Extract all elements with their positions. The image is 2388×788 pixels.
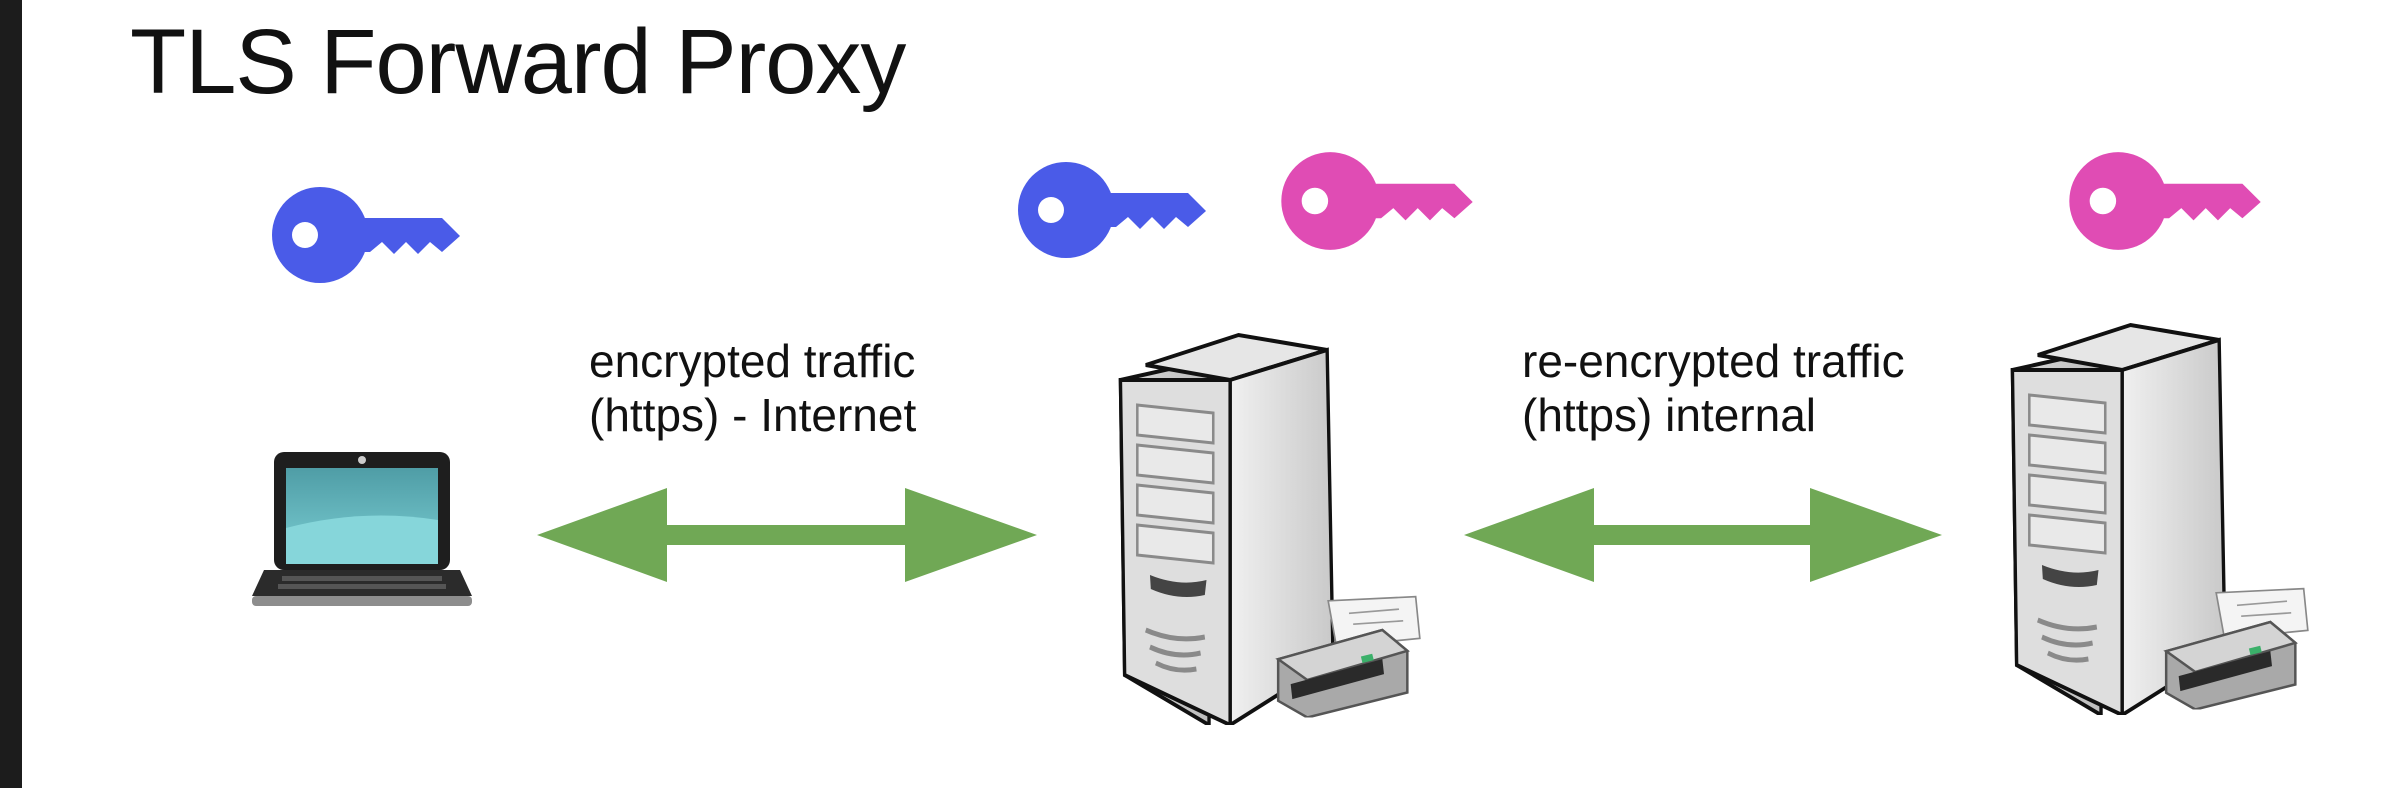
proxy-blue-key-icon	[1016, 155, 1206, 265]
slide: TLS Forward Proxy encrypted traffic (htt…	[22, 0, 2388, 788]
server-pink-key-icon	[2060, 145, 2268, 257]
link-label-line1: encrypted traffic	[589, 335, 916, 387]
proxy-pink-key-icon	[1272, 145, 1480, 257]
link-label-line2: (https) - Internet	[589, 389, 917, 441]
proxy-scanner-icon	[1274, 580, 1424, 730]
diagram-title: TLS Forward Proxy	[130, 11, 906, 113]
link-label-line2: (https) internal	[1522, 389, 1817, 441]
backend-scanner-icon	[2162, 572, 2312, 722]
link-label-line1: re-encrypted traffic	[1522, 335, 1905, 387]
double-arrow-internal	[1464, 488, 1942, 582]
laptop-icon	[252, 448, 472, 608]
client-key-icon	[270, 180, 460, 290]
double-arrow-internet	[537, 488, 1037, 582]
link-label-proxy-server: re-encrypted traffic (https) internal	[1522, 334, 1905, 442]
link-label-client-proxy: encrypted traffic (https) - Internet	[589, 334, 916, 442]
